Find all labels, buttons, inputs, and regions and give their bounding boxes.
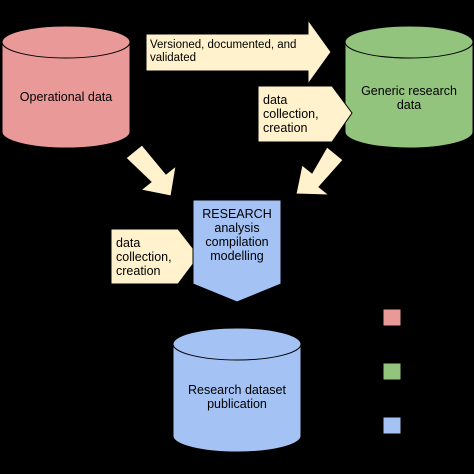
generic-research-data-label: Generic research data	[361, 84, 457, 112]
operational-to-research-arrow	[125, 144, 177, 197]
generic-input-arrow-label: data collection, creation	[263, 93, 319, 135]
research-process-shape	[192, 199, 282, 303]
operational-data-cylinder	[1, 25, 131, 149]
legend-swatch-operational	[382, 308, 402, 327]
generic-input-arrow	[257, 85, 353, 143]
research-dataset-label: Research dataset publication	[188, 383, 286, 411]
research-input-arrow-label: data collection, creation	[116, 236, 172, 278]
versioned-arrow-label: Versioned, documented, and validated	[150, 39, 297, 64]
generic-research-data-cylinder	[344, 25, 474, 149]
research-input-arrow	[110, 228, 200, 285]
versioned-arrow	[145, 18, 332, 86]
research-dataset-cylinder	[172, 327, 302, 453]
operational-data-label: Operational data	[19, 90, 113, 104]
generic-to-research-arrow	[295, 146, 344, 196]
research-process-label: RESEARCH analysis compilation modelling	[202, 207, 272, 263]
legend-swatch-generic	[382, 362, 402, 381]
legend-swatch-research	[382, 416, 402, 435]
